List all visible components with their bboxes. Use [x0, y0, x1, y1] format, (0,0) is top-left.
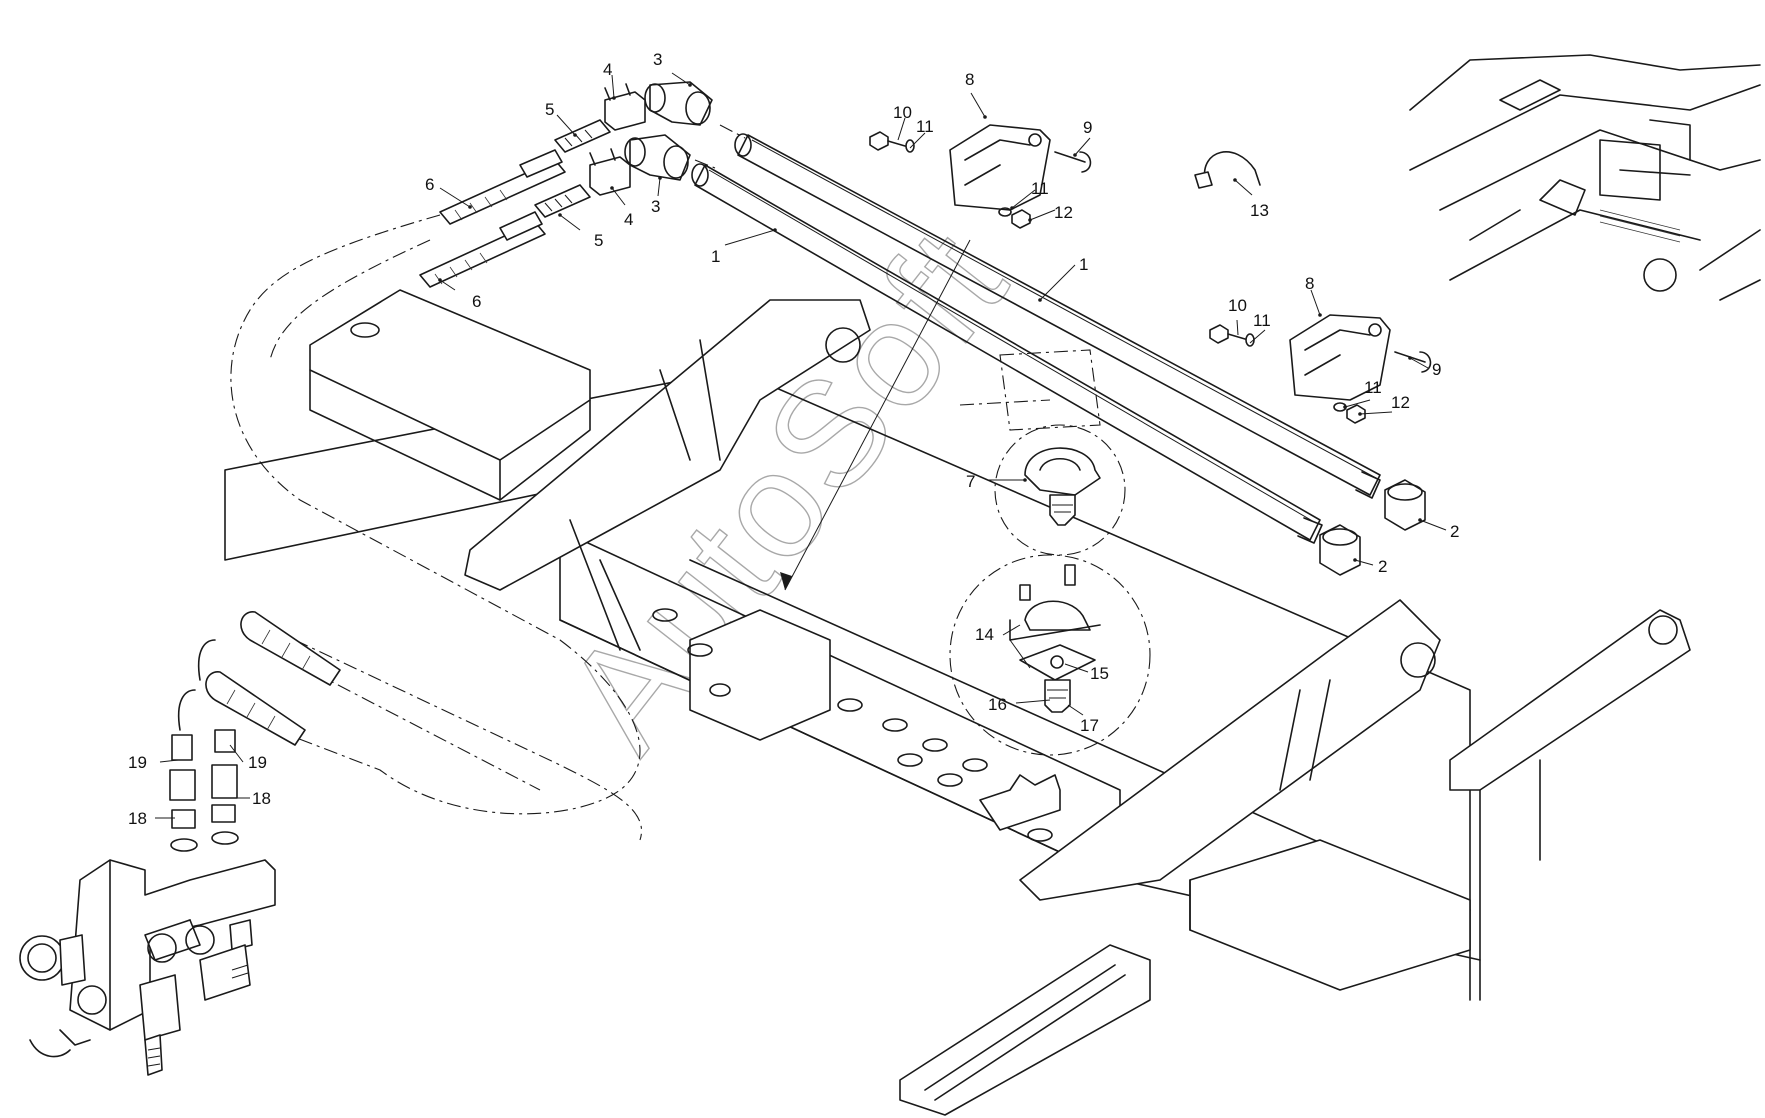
- bracket-lower: [1289, 314, 1391, 401]
- callout-5-upper: 5: [545, 100, 554, 119]
- callout-1-right: 1: [1079, 255, 1088, 274]
- bolt-upper: [869, 131, 915, 153]
- callout-8-lower: 8: [1305, 274, 1314, 293]
- leader-dots: [438, 83, 1422, 562]
- nut-upper: [998, 207, 1031, 229]
- valve-block: [19, 859, 276, 1076]
- callout-10-lower: 10: [1228, 296, 1247, 315]
- callout-3-lower: 3: [651, 197, 660, 216]
- callout-12-upper: 12: [1054, 203, 1073, 222]
- callout-11-upper: 11: [916, 117, 934, 136]
- callout-11-lower: 11: [1253, 311, 1271, 330]
- pin-lower: [1394, 351, 1432, 373]
- hose-assembly-left: [177, 611, 341, 746]
- bracket-upper: [949, 124, 1051, 211]
- elbow-fitting-upper: [644, 81, 713, 126]
- detail-circle-7: [994, 424, 1126, 556]
- frame-chassis: [224, 289, 1691, 1116]
- callout-19-left: 19: [128, 753, 147, 772]
- hose-nipple-upper: [554, 119, 611, 153]
- callout-9-lower: 9: [1432, 360, 1441, 379]
- end-cap-upper: [1384, 479, 1426, 531]
- callout-5-lower: 5: [594, 231, 603, 250]
- end-cap-lower: [1319, 524, 1361, 576]
- locator-arrow: [780, 239, 971, 591]
- callout-6-lower: 6: [472, 292, 481, 311]
- callout-18-right: 18: [252, 789, 271, 808]
- inset-detail-view: [1409, 54, 1765, 330]
- callout-14: 14: [975, 625, 994, 644]
- callout-7: 7: [966, 472, 975, 491]
- tube-lower: [691, 163, 1323, 544]
- callout-labels: 3 4 5 6 3 4 5 6 1 1 8 10 11 9 11 12 13 8…: [128, 50, 1459, 828]
- bolt-lower: [1209, 324, 1255, 347]
- callout-4-lower: 4: [624, 210, 633, 229]
- callout-13: 13: [1250, 201, 1269, 220]
- callout-1-left: 1: [711, 247, 720, 266]
- quick-coupling-upper: [604, 83, 646, 131]
- callout-6-upper: 6: [425, 175, 434, 194]
- callout-2-lower: 2: [1378, 557, 1387, 576]
- callout-16: 16: [988, 695, 1007, 714]
- detail-circle-14-17: [949, 554, 1151, 756]
- callout-3-upper: 3: [653, 50, 662, 69]
- clamp-13: [1194, 151, 1261, 189]
- callout-4-upper: 4: [603, 60, 612, 79]
- leader-lines: [155, 72, 1447, 819]
- callout-2-upper: 2: [1450, 522, 1459, 541]
- elbow-fitting-lower: [624, 134, 691, 181]
- tube-upper: [734, 133, 1381, 499]
- callout-10-upper: 10: [893, 103, 912, 122]
- callout-9-upper: 9: [1083, 118, 1092, 137]
- callout-19-right: 19: [248, 753, 267, 772]
- quick-coupling-lower: [589, 148, 631, 196]
- callout-18-left: 18: [128, 809, 147, 828]
- callout-12-lower: 12: [1391, 393, 1410, 412]
- pin-upper: [1054, 151, 1092, 173]
- callout-8-upper: 8: [965, 70, 974, 89]
- hose-nipple-lower: [534, 184, 591, 218]
- callout-11-mid: 11: [1031, 179, 1049, 198]
- callout-11-lower2: 11: [1364, 378, 1382, 397]
- callout-17: 17: [1080, 716, 1099, 735]
- adapter-19-18: [169, 729, 239, 852]
- hose-lower: [419, 211, 546, 288]
- callout-15: 15: [1090, 664, 1109, 683]
